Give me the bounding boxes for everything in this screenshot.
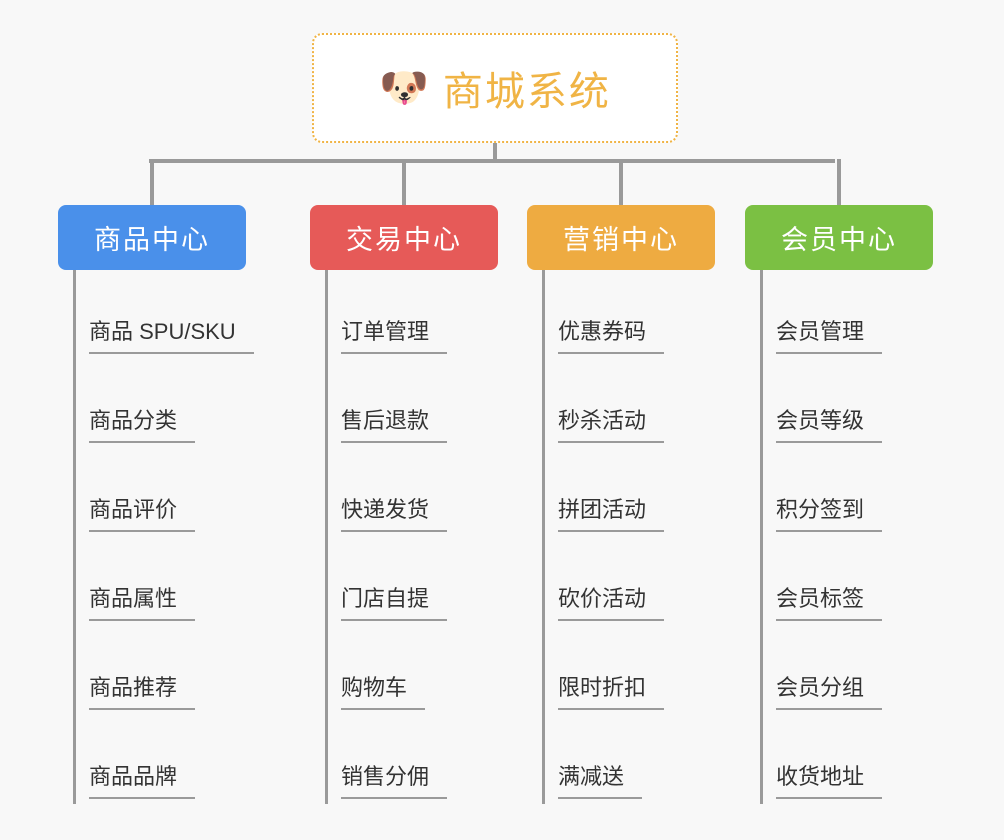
leaf-item[interactable]: 商品评价 [73,448,246,537]
leaf-item[interactable]: 收货地址 [760,715,933,804]
connector-horizontal-bus [149,159,835,163]
leaf-list-product-center: 商品 SPU/SKU 商品分类商品评价商品属性商品推荐商品品牌 [73,270,254,804]
leaf-list-member-center: 会员管理会员等级积分签到会员标签会员分组收货地址 [760,270,933,804]
connector-drop-trade-center [402,159,406,205]
leaf-item[interactable]: 秒杀活动 [542,359,715,448]
leaf-label: 积分签到 [776,492,883,532]
leaf-item[interactable]: 购物车 [325,626,498,715]
leaf-label: 购物车 [341,670,426,710]
connector-spine-marketing-center [542,270,545,804]
leaf-item[interactable]: 订单管理 [325,270,498,359]
leaf-label: 快递发货 [341,492,448,532]
leaf-label: 砍价活动 [558,581,665,621]
leaf-item[interactable]: 会员管理 [760,270,933,359]
shiba-dog-icon: 🐶 [379,66,429,110]
root-node-shop-system[interactable]: 🐶 商城系统 [312,33,678,143]
leaf-list-trade-center: 订单管理售后退款快递发货门店自提购物车销售分佣 [325,270,498,804]
connector-drop-member-center [837,159,841,205]
category-label: 会员中心 [781,225,897,255]
leaf-label: 销售分佣 [341,759,448,799]
category-label: 商品中心 [94,225,210,255]
leaf-item[interactable]: 会员等级 [760,359,933,448]
category-label: 交易中心 [346,225,462,255]
column-trade-center: 交易中心订单管理售后退款快递发货门店自提购物车销售分佣 [310,205,498,804]
leaf-item[interactable]: 快递发货 [325,448,498,537]
connector-spine-trade-center [325,270,328,804]
leaf-item[interactable]: 门店自提 [325,537,498,626]
leaf-label: 商品属性 [89,581,196,621]
leaf-label: 商品分类 [89,403,196,443]
leaf-label: 收货地址 [776,759,883,799]
leaf-label: 秒杀活动 [558,403,665,443]
category-box-product-center[interactable]: 商品中心 [58,205,246,270]
leaf-label: 满减送 [558,759,643,799]
leaf-item[interactable]: 拼团活动 [542,448,715,537]
column-member-center: 会员中心会员管理会员等级积分签到会员标签会员分组收货地址 [745,205,933,804]
leaf-label: 售后退款 [341,403,448,443]
leaf-item[interactable]: 会员分组 [760,626,933,715]
leaf-item[interactable]: 商品品牌 [73,715,246,804]
leaf-item[interactable]: 售后退款 [325,359,498,448]
leaf-label: 商品评价 [89,492,196,532]
leaf-item[interactable]: 商品 SPU/SKU [73,270,254,359]
connector-root-stem [493,143,497,163]
leaf-label: 订单管理 [341,314,448,354]
leaf-label: 限时折扣 [558,670,665,710]
category-box-marketing-center[interactable]: 营销中心 [527,205,715,270]
leaf-label: 会员分组 [776,670,883,710]
category-box-member-center[interactable]: 会员中心 [745,205,933,270]
leaf-label: 会员等级 [776,403,883,443]
leaf-label: 商品 SPU/SKU [89,314,254,354]
leaf-item[interactable]: 积分签到 [760,448,933,537]
connector-spine-product-center [73,270,76,804]
leaf-label: 会员管理 [776,314,883,354]
leaf-label: 会员标签 [776,581,883,621]
column-product-center: 商品中心商品 SPU/SKU 商品分类商品评价商品属性商品推荐商品品牌 [58,205,254,804]
leaf-label: 拼团活动 [558,492,665,532]
leaf-item[interactable]: 销售分佣 [325,715,498,804]
connector-drop-marketing-center [619,159,623,205]
leaf-item[interactable]: 商品分类 [73,359,246,448]
root-node-title: 商城系统 [442,70,611,114]
leaf-label: 优惠券码 [558,314,665,354]
leaf-item[interactable]: 商品推荐 [73,626,246,715]
column-marketing-center: 营销中心优惠券码秒杀活动拼团活动砍价活动限时折扣满减送 [527,205,715,804]
connector-drop-product-center [150,159,154,205]
connector-spine-member-center [760,270,763,804]
leaf-label: 商品推荐 [89,670,196,710]
leaf-label: 门店自提 [341,581,448,621]
leaf-list-marketing-center: 优惠券码秒杀活动拼团活动砍价活动限时折扣满减送 [542,270,715,804]
category-label: 营销中心 [563,225,679,255]
leaf-item[interactable]: 商品属性 [73,537,246,626]
leaf-item[interactable]: 限时折扣 [542,626,715,715]
leaf-label: 商品品牌 [89,759,196,799]
leaf-item[interactable]: 满减送 [542,715,715,804]
leaf-item[interactable]: 优惠券码 [542,270,715,359]
category-box-trade-center[interactable]: 交易中心 [310,205,498,270]
leaf-item[interactable]: 会员标签 [760,537,933,626]
leaf-item[interactable]: 砍价活动 [542,537,715,626]
